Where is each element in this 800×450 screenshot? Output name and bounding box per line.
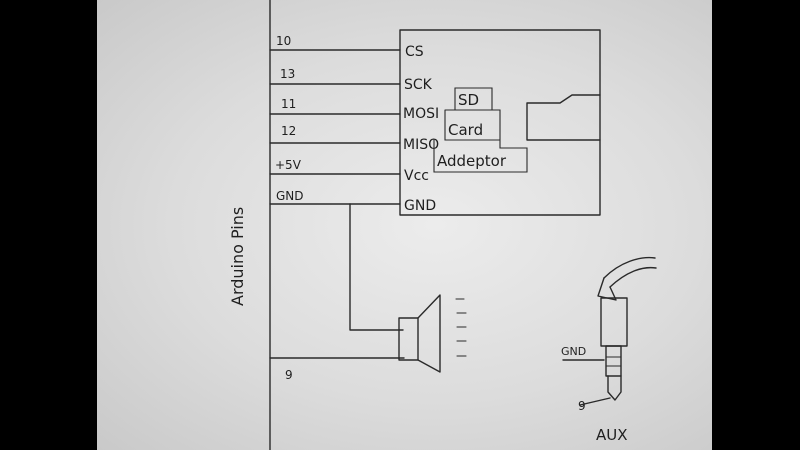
sd-signal-gnd: GND bbox=[404, 198, 436, 214]
pin-label-sck: 13 bbox=[280, 67, 295, 81]
pin-label-cs: 10 bbox=[276, 34, 291, 48]
pin-wires bbox=[269, 49, 405, 359]
pin-label-9: 9 bbox=[285, 368, 293, 382]
speaker-gnd-wire bbox=[349, 203, 404, 331]
aux-signal-wire bbox=[579, 397, 611, 406]
sd-card-slot-icon bbox=[526, 94, 601, 141]
sd-signal-vcc: Vcc bbox=[404, 168, 429, 184]
sd-signal-miso: MISO bbox=[403, 137, 439, 153]
sd-card-outline bbox=[433, 87, 528, 173]
pin-label-miso: 12 bbox=[281, 124, 296, 138]
arduino-pins-label: Arduino Pins bbox=[228, 207, 247, 306]
pin-label-gnd: GND bbox=[276, 189, 304, 203]
pin-label-mosi: 11 bbox=[281, 97, 296, 111]
aux-gnd-label: GND bbox=[561, 345, 586, 358]
sd-card-label-line3: Addeptor bbox=[437, 152, 507, 170]
paper-sheet bbox=[97, 0, 712, 450]
aux-jack-icon bbox=[597, 256, 657, 401]
aux-title: AUX bbox=[596, 426, 628, 444]
sd-signal-sck: SCK bbox=[404, 77, 433, 93]
sd-card-label-line2: Card bbox=[448, 121, 483, 139]
pin-label-5v: +5V bbox=[275, 158, 302, 172]
sd-signal-cs: CS bbox=[405, 44, 424, 60]
sd-signal-mosi: MOSI bbox=[403, 106, 439, 122]
speaker-icon bbox=[398, 294, 467, 373]
sd-card-label-line1: SD bbox=[458, 91, 479, 109]
aux-pin-label: 9 bbox=[578, 399, 586, 413]
sd-module-box bbox=[399, 29, 601, 216]
